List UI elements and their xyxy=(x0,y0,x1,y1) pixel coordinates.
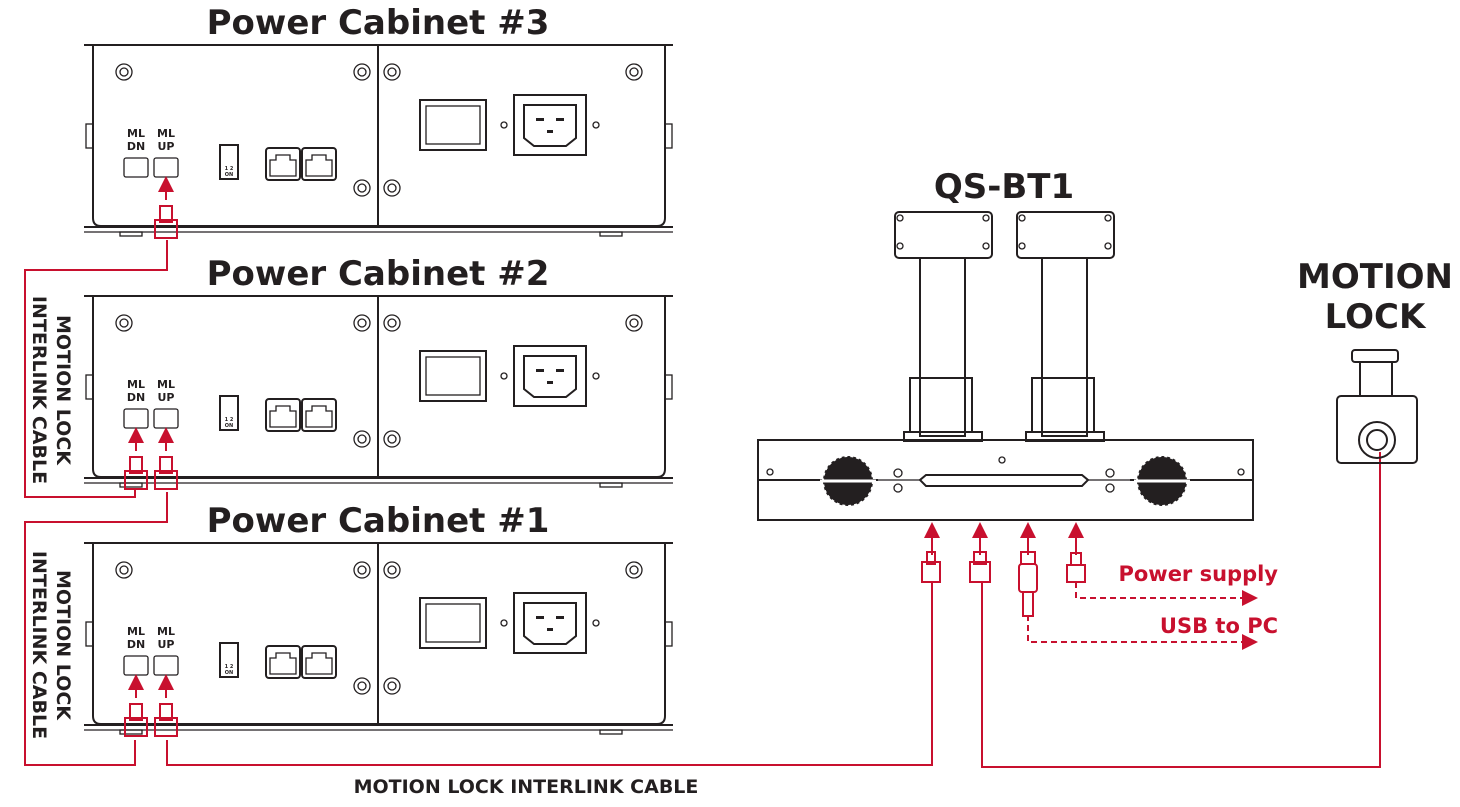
screw-icon xyxy=(353,63,371,81)
svg-text:ON: ON xyxy=(225,670,233,676)
usb-line xyxy=(1027,615,1258,650)
port-label: DN xyxy=(127,638,145,651)
interlink-plug-icon xyxy=(154,219,178,239)
cabinet-title: Power Cabinet #1 xyxy=(207,501,550,541)
rj45-port xyxy=(265,147,301,181)
screw-icon xyxy=(383,430,401,448)
power-inlet xyxy=(513,345,587,407)
screw-icon xyxy=(625,63,643,81)
ml-connector xyxy=(123,655,149,676)
dip-switch xyxy=(219,642,239,678)
fan-left-icon xyxy=(820,455,876,507)
mount-post-right xyxy=(1016,211,1115,442)
cable-label-upper: MOTION LOCK INTERLINK CABLE xyxy=(28,296,74,484)
svg-text:INTERLINK CABLE: INTERLINK CABLE xyxy=(28,296,50,484)
screw-icon xyxy=(115,63,133,81)
svg-text:1 2: 1 2 xyxy=(225,664,234,670)
plug-power-icon xyxy=(1066,522,1086,583)
screw-icon xyxy=(353,430,371,448)
handle-slot xyxy=(918,474,1090,487)
ml-connector xyxy=(123,157,149,178)
interlink-plug-icon xyxy=(154,470,178,490)
screw-icon xyxy=(383,63,401,81)
port-label: DN xyxy=(127,391,145,404)
interlink-plug-icon xyxy=(124,717,148,737)
svg-text:ON: ON xyxy=(225,172,233,178)
interlink-plug-icon xyxy=(154,717,178,737)
qs-bt1-device: QS-BT1 Power supp xyxy=(757,167,1278,638)
interlink-cables xyxy=(24,240,1381,768)
screw-icon xyxy=(353,179,371,197)
cable-label-bottom: MOTION LOCK INTERLINK CABLE xyxy=(354,776,699,798)
rj45-port xyxy=(301,147,337,181)
interlink-plug-icon xyxy=(124,470,148,490)
cable-motionlock-to-qsbt1 xyxy=(981,452,1381,768)
cabinet-title: Power Cabinet #2 xyxy=(207,254,550,294)
port-label: DN xyxy=(127,140,145,153)
svg-text:MOTION LOCK: MOTION LOCK xyxy=(52,570,74,721)
power-switch xyxy=(419,597,487,649)
port-label: ML xyxy=(127,625,145,638)
screw-icon xyxy=(115,314,133,332)
screw-icon xyxy=(383,677,401,695)
rj45-port xyxy=(265,398,301,432)
fan-right-icon xyxy=(1134,455,1190,507)
motion-lock-title-line1: MOTION xyxy=(1297,257,1453,297)
svg-text:1 2: 1 2 xyxy=(225,417,234,423)
ml-connector xyxy=(153,408,179,429)
qs-bt1-title: QS-BT1 xyxy=(934,167,1074,207)
port-label: ML xyxy=(157,625,175,638)
rj45-port xyxy=(265,645,301,679)
port-label: ML xyxy=(157,127,175,140)
power-inlet xyxy=(513,94,587,156)
rj45-port xyxy=(301,398,337,432)
dip-switch xyxy=(219,144,239,180)
screw-icon xyxy=(353,677,371,695)
svg-text:INTERLINK CABLE: INTERLINK CABLE xyxy=(28,551,50,739)
port-label: ML xyxy=(157,378,175,391)
dip-switch xyxy=(219,395,239,431)
port-label: UP xyxy=(158,638,175,651)
port-label: ML xyxy=(127,127,145,140)
cable-2-to-1 xyxy=(24,492,168,766)
cable-1-to-qsbt1 xyxy=(166,582,933,766)
mount-post-left xyxy=(894,211,993,442)
svg-text:ON: ON xyxy=(225,423,233,429)
plug-motionlock-icon xyxy=(969,522,991,583)
screw-icon xyxy=(383,314,401,332)
port-label: ML xyxy=(127,378,145,391)
svg-text:1 2: 1 2 xyxy=(225,166,234,172)
screw-icon xyxy=(625,314,643,332)
ml-connector xyxy=(153,157,179,178)
screw-icon xyxy=(625,561,643,579)
power-inlet xyxy=(513,592,587,654)
ml-connector xyxy=(153,655,179,676)
cable-label-lower: MOTION LOCK INTERLINK CABLE xyxy=(28,551,74,739)
screw-icon xyxy=(383,561,401,579)
cabinet-title: Power Cabinet #3 xyxy=(207,3,550,43)
plug-interlink-icon xyxy=(921,522,941,583)
power-switch xyxy=(419,350,487,402)
motion-lock-title-line2: LOCK xyxy=(1325,297,1427,337)
port-label: UP xyxy=(158,140,175,153)
svg-text:MOTION LOCK: MOTION LOCK xyxy=(52,315,74,466)
screw-icon xyxy=(353,561,371,579)
power-supply-line xyxy=(1075,582,1258,606)
screw-icon xyxy=(383,179,401,197)
port-label: UP xyxy=(158,391,175,404)
cable-3-to-2 xyxy=(24,240,168,498)
power-switch xyxy=(419,99,487,151)
usb-plug-icon xyxy=(1018,522,1038,617)
motion-lock-device: MOTION LOCK xyxy=(1297,257,1453,464)
ml-connector xyxy=(123,408,149,429)
screw-icon xyxy=(353,314,371,332)
power-supply-label: Power supply xyxy=(1118,562,1278,586)
rj45-port xyxy=(301,645,337,679)
usb-to-pc-label: USB to PC xyxy=(1160,614,1278,638)
screw-icon xyxy=(115,561,133,579)
